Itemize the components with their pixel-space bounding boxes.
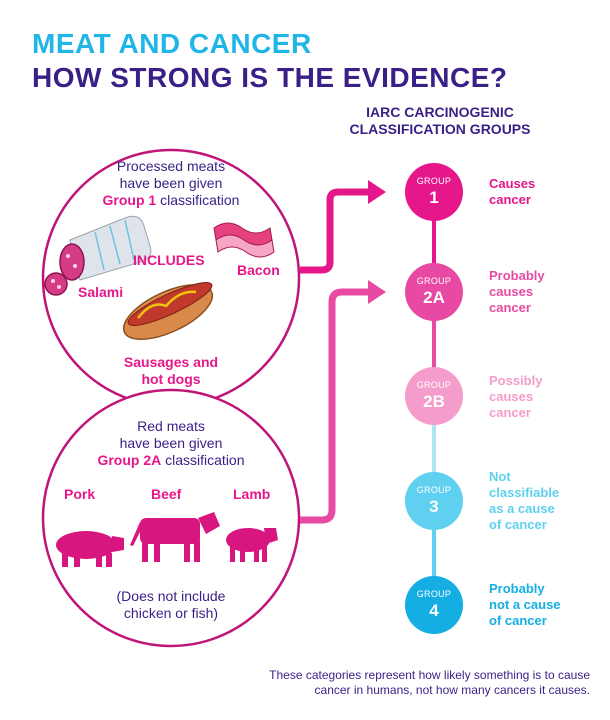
bacon-icon: [213, 222, 275, 258]
red-group: Group 2A: [97, 452, 162, 468]
group-desc-line: Not: [489, 469, 511, 484]
sausages-label: Sausages and hot dogs: [106, 354, 236, 388]
red-line-1: Red meats: [137, 418, 205, 434]
red-line-2: have been given: [119, 435, 223, 451]
processed-classification: classification: [160, 192, 240, 208]
title-line-1: MEAT AND CANCER: [32, 28, 312, 59]
lamb-label: Lamb: [233, 486, 271, 502]
group-circle-2b: GROUP 2B: [405, 367, 463, 425]
processed-line-3: Group 1 classification: [71, 192, 271, 209]
lamb-icon: [226, 528, 278, 562]
pig-icon: [56, 531, 124, 567]
processed-meats-text: Processed meats have been given Group 1 …: [71, 158, 271, 209]
group-desc-line: of cancer: [489, 613, 547, 628]
group-circle-label: GROUP: [416, 589, 452, 599]
title-line-2: HOW STRONG IS THE EVIDENCE?: [32, 62, 508, 93]
group-circle-number: 1: [429, 188, 439, 207]
arrow-head-group-1: [368, 180, 386, 204]
group-desc-line: cancer: [489, 300, 531, 315]
group-desc-line: Causes: [489, 176, 536, 191]
group-circle-label: GROUP: [416, 276, 452, 286]
arrow-head-group-2a: [368, 280, 386, 304]
group-desc-line: Probably: [489, 581, 545, 596]
processed-line-2: have been given: [119, 175, 223, 191]
arrow-to-group-2a: [300, 288, 370, 524]
red-meats-text: Red meats have been given Group 2A class…: [71, 418, 271, 469]
group-desc-line: of cancer: [489, 517, 547, 532]
salami-label: Salami: [78, 284, 124, 300]
arrow-to-group-1: [300, 188, 370, 274]
red-meat-note: (Does not include chicken or fish): [81, 588, 261, 622]
group-desc-line: cancer: [489, 192, 531, 207]
group-circle-label: GROUP: [416, 485, 452, 495]
group-desc-line: classifiable: [489, 485, 560, 500]
beef-label: Beef: [151, 486, 182, 502]
red-note-line-1: (Does not include: [116, 588, 226, 604]
group-circle-3: GROUP 3: [405, 472, 463, 530]
processed-line-1: Processed meats: [116, 158, 226, 174]
red-note-line-2: chicken or fish): [123, 605, 219, 621]
cow-icon: [130, 512, 220, 562]
group-desc-line: Possibly: [489, 373, 543, 388]
group-circle-label: GROUP: [416, 176, 452, 186]
red-classification: classification: [165, 452, 245, 468]
sausages-line-2: hot dogs: [141, 371, 201, 387]
iarc-heading: IARC CARCINOGENIC CLASSIFICATION GROUPS: [320, 104, 560, 138]
group-desc-line: causes: [489, 389, 534, 404]
group-desc-line: causes: [489, 284, 534, 299]
group-circle-number: 2A: [423, 288, 445, 307]
footnote-line-2: cancer in humans, not how many cancers i…: [314, 683, 590, 697]
group-circle-1: GROUP 1: [405, 163, 463, 221]
hot-dog-icon: [122, 282, 214, 340]
group-desc-line: cancer: [489, 405, 531, 420]
iarc-heading-line-2: CLASSIFICATION GROUPS: [349, 121, 531, 137]
group-circle-4: GROUP 4: [405, 576, 463, 634]
group-desc-line: not a cause: [489, 597, 561, 612]
iarc-heading-line-1: IARC CARCINOGENIC: [366, 104, 514, 120]
footnote-line-1: These categories represent how likely so…: [269, 668, 590, 682]
group-circle-number: 2B: [423, 392, 445, 411]
salami-icon: [44, 215, 152, 296]
group-circle-2a: GROUP 2A: [405, 263, 463, 321]
group-desc-line: Probably: [489, 268, 545, 283]
group-circle-number: 3: [429, 497, 439, 516]
pork-label: Pork: [64, 486, 96, 502]
bacon-label: Bacon: [237, 262, 280, 278]
group-circle-number: 4: [429, 601, 439, 620]
footnote: These categories represent how likely so…: [269, 668, 590, 698]
processed-group: Group 1: [102, 192, 157, 208]
includes-label: INCLUDES: [133, 252, 205, 268]
group-desc-line: as a cause: [489, 501, 555, 516]
sausages-line-1: Sausages and: [123, 354, 219, 370]
red-line-3: Group 2A classification: [71, 452, 271, 469]
group-circle-label: GROUP: [416, 380, 452, 390]
